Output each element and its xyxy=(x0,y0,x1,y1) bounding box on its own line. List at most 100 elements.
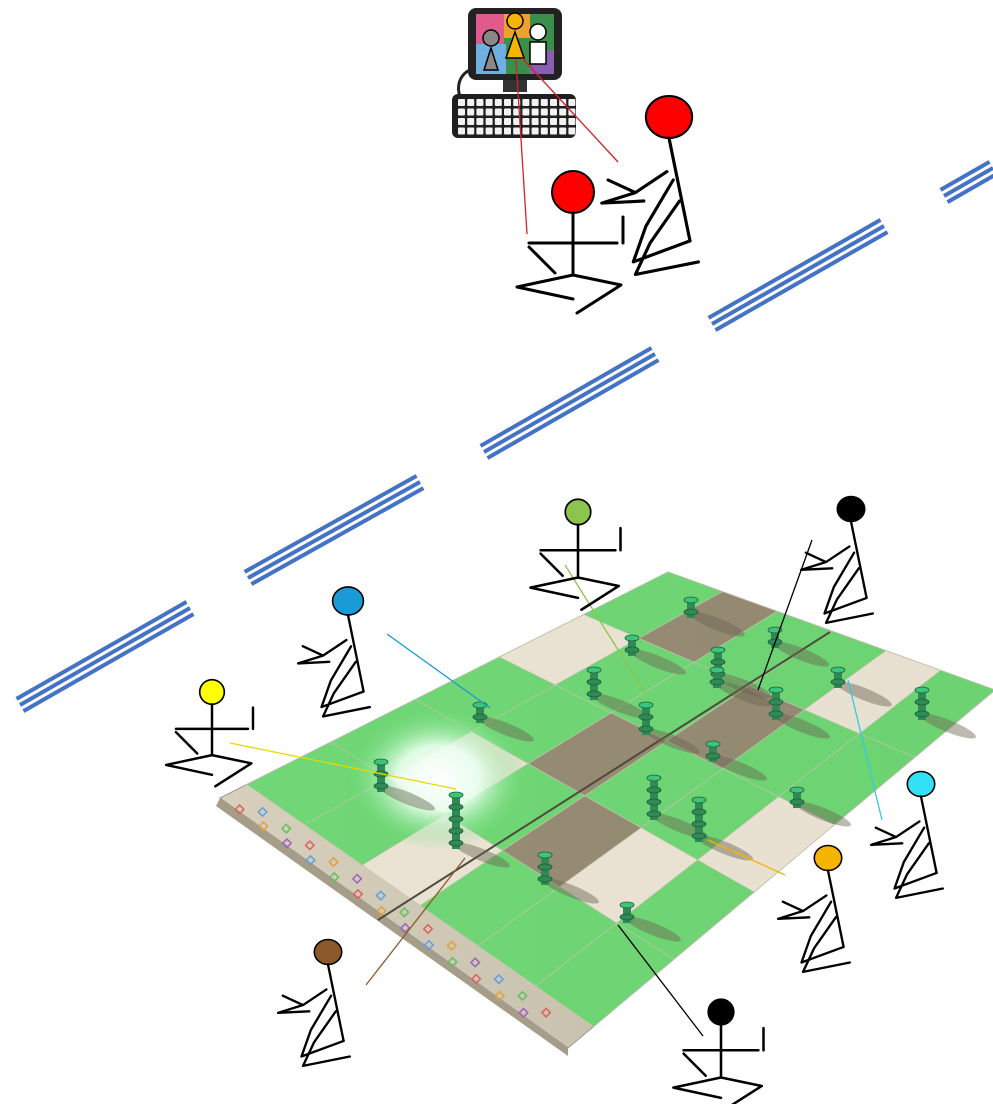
keyboard-key xyxy=(486,128,493,135)
head-icon xyxy=(708,999,734,1025)
arms xyxy=(541,528,621,550)
peg-ring xyxy=(449,840,463,846)
peg-ring xyxy=(620,902,634,908)
keyboard-key xyxy=(476,118,483,125)
keyboard-key xyxy=(504,109,511,116)
peg-ring xyxy=(587,691,601,697)
keyboard-key xyxy=(568,128,575,135)
head-icon xyxy=(646,96,692,138)
peg-ring xyxy=(692,797,706,803)
keyboard-key xyxy=(458,109,465,116)
keyboard-key xyxy=(541,118,548,125)
peg-ring xyxy=(538,864,552,870)
peg-ring xyxy=(684,609,698,615)
keyboard-key xyxy=(476,109,483,116)
peg-ring xyxy=(639,714,653,720)
lower-arm xyxy=(176,732,197,753)
keyboard-key xyxy=(532,118,539,125)
peg-ring xyxy=(374,783,388,789)
keyboard-key xyxy=(495,118,502,125)
head-icon xyxy=(814,846,841,871)
head-icon xyxy=(333,587,364,615)
keyboard-key xyxy=(532,99,539,106)
peg-ring xyxy=(473,714,487,720)
arms xyxy=(298,640,346,663)
keyboard-key xyxy=(550,118,557,125)
peg-ring xyxy=(684,597,698,603)
player-black-top-figure xyxy=(801,497,873,623)
divider-stripe xyxy=(17,602,187,699)
divider-stripe xyxy=(248,482,420,578)
body xyxy=(348,615,364,691)
divider-stripe xyxy=(487,360,658,458)
keyboard-key xyxy=(513,128,520,135)
keyboard-key xyxy=(486,118,493,125)
facilitator-seated-figure xyxy=(517,171,623,313)
peg-ring xyxy=(587,667,601,673)
peg-ring xyxy=(831,667,845,673)
peg-ring xyxy=(915,699,929,705)
head-icon xyxy=(552,171,594,213)
keyboard-key xyxy=(486,109,493,116)
peg-ring xyxy=(625,635,639,641)
keyboard-key xyxy=(495,128,502,135)
keyboard-key xyxy=(559,128,566,135)
keyboard-key xyxy=(568,118,575,125)
player-cyan-figure xyxy=(871,772,943,898)
body xyxy=(328,964,344,1040)
peg-ring xyxy=(538,876,552,882)
facilitator-standing-figure xyxy=(602,96,699,275)
keyboard-key xyxy=(550,109,557,116)
peg-ring xyxy=(692,821,706,827)
peg-ring xyxy=(620,914,634,920)
divider-stripe xyxy=(20,608,190,705)
keyboard-key xyxy=(458,128,465,135)
player-yellow-figure xyxy=(166,680,253,787)
lower-arm xyxy=(684,1054,706,1076)
keyboard-key xyxy=(541,109,548,116)
divider-stripe xyxy=(715,232,887,330)
arms xyxy=(778,895,826,918)
peg-ring xyxy=(790,787,804,793)
peg-ring xyxy=(639,702,653,708)
body xyxy=(669,138,690,241)
keyboard-key xyxy=(486,99,493,106)
keyboard-key xyxy=(467,109,474,116)
peg-ring xyxy=(647,787,661,793)
divider-stripe xyxy=(23,614,193,711)
keyboard-key xyxy=(504,99,511,106)
keyboard-key xyxy=(504,128,511,135)
peg-ring xyxy=(706,741,720,747)
divider-stripe xyxy=(481,348,652,446)
keyboard-key xyxy=(532,128,539,135)
peg-ring xyxy=(625,647,639,653)
peg-ring xyxy=(374,759,388,765)
keyboard-key xyxy=(522,99,529,106)
peg-ring xyxy=(711,659,725,665)
keyboard-key xyxy=(467,99,474,106)
keyboard-key xyxy=(559,109,566,116)
peg-ring xyxy=(647,811,661,817)
peg-ring xyxy=(915,687,929,693)
keyboard-key xyxy=(522,128,529,135)
computer-icon xyxy=(452,8,576,138)
head-icon xyxy=(837,497,864,522)
arms xyxy=(278,989,326,1012)
legs xyxy=(166,755,251,786)
body xyxy=(851,521,867,597)
peg-ring xyxy=(710,667,724,673)
keyboard-key xyxy=(504,118,511,125)
divider-stripe xyxy=(251,488,423,584)
keyboard-key xyxy=(541,128,548,135)
keyboard-key xyxy=(476,128,483,135)
keyboard-key xyxy=(458,118,465,125)
player-brown-figure xyxy=(278,940,350,1066)
keyboard-key xyxy=(532,109,539,116)
peg-ring xyxy=(692,833,706,839)
arms xyxy=(176,708,253,729)
keyboard-key xyxy=(550,128,557,135)
peg-ring xyxy=(769,699,783,705)
arms xyxy=(602,172,667,204)
peg-ring xyxy=(769,711,783,717)
peg-ring xyxy=(639,726,653,732)
